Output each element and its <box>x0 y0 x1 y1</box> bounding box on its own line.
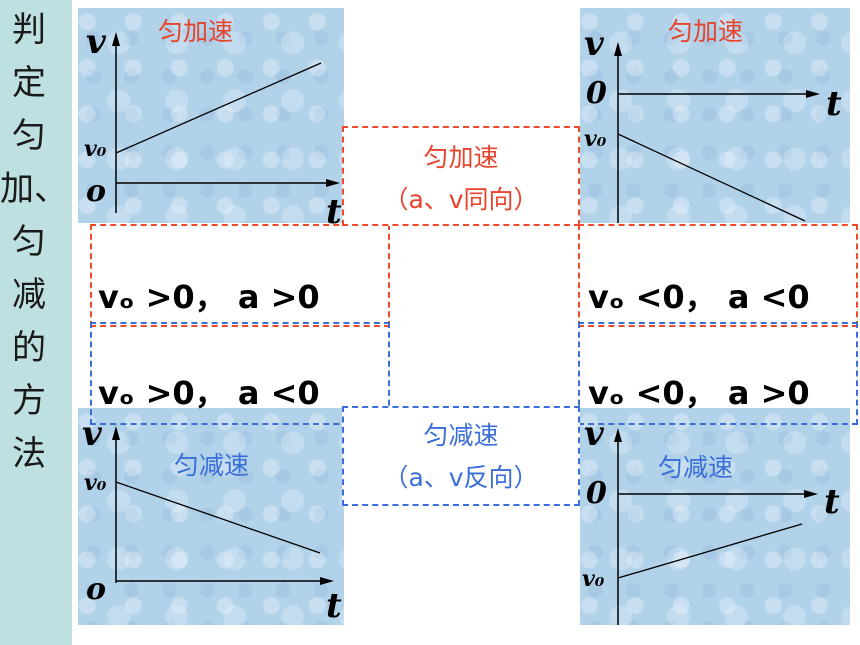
graph-top-left: v 匀加速 v₀ o t <box>78 8 344 232</box>
origin-label: 0 <box>586 76 607 111</box>
graph-top-left-svg <box>112 32 340 213</box>
v-axis-arrow <box>614 428 622 442</box>
t-axis-label: t <box>326 192 342 232</box>
v0-label: v₀ <box>582 566 605 592</box>
accel-summary-title: 匀加速 <box>423 143 499 172</box>
graph-title: 匀加速 <box>668 17 744 46</box>
t-axis-label: t <box>326 586 342 626</box>
condition-decel-negative: vₒ <0， a >0 <box>588 374 810 412</box>
origin-label: 0 <box>586 476 607 511</box>
graph-title: 匀减速 <box>658 453 734 482</box>
sidebar-char: 判 <box>12 10 46 50</box>
decel-summary-note: （a、v反向） <box>383 463 539 492</box>
sidebar-char: 匀 <box>12 116 46 156</box>
t-axis-label: t <box>826 84 842 124</box>
condition-accel-negative: vₒ <0， a <0 <box>588 278 810 316</box>
t-axis-arrow <box>806 90 820 98</box>
condition-box-red-right <box>578 224 858 327</box>
v-axis-label: v <box>584 24 604 64</box>
condition-accel-positive: vₒ >0， a >0 <box>98 278 320 316</box>
t-axis-arrow <box>804 490 818 498</box>
t-axis-arrow <box>326 179 340 187</box>
condition-box-blue-right <box>578 322 858 425</box>
graph-top-right-svg <box>614 42 820 223</box>
velocity-line <box>617 523 803 579</box>
origin-label: o <box>86 572 107 607</box>
t-axis-label: t <box>824 482 840 522</box>
decel-summary-title: 匀减速 <box>423 421 499 450</box>
v-axis-arrow <box>614 42 622 56</box>
v-axis-arrow <box>112 32 120 46</box>
graph-top-right: 匀加速 v 0 t v₀ <box>580 8 850 223</box>
graph-title: 匀加速 <box>158 17 234 46</box>
sidebar-char: 定 <box>12 63 46 103</box>
decel-summary-box: 匀减速 （a、v反向） <box>342 406 580 506</box>
graph-bottom-right: v 匀减速 0 t v₀ <box>580 408 850 625</box>
sidebar-char: 匀 <box>12 222 46 262</box>
v-axis-arrow <box>112 426 120 440</box>
v0-label: v₀ <box>84 136 107 162</box>
velocity-line <box>115 62 322 154</box>
sidebar: 判 定 匀 加、 匀 减 的 方 法 <box>0 0 72 645</box>
v0-label: v₀ <box>84 470 107 496</box>
graph-bottom-left: v 匀减速 v₀ o t <box>78 408 344 626</box>
graph-bottom-right-svg <box>614 428 818 625</box>
v0-label: v₀ <box>584 126 607 152</box>
accel-summary-box: 匀加速 （a、v同向） <box>342 126 580 226</box>
t-axis-arrow <box>320 577 334 585</box>
sidebar-char: 法 <box>12 434 46 474</box>
v-axis-label: v <box>86 22 106 62</box>
accel-summary-note: （a、v同向） <box>383 185 539 214</box>
sidebar-char: 的 <box>12 328 46 368</box>
condition-decel-positive: vₒ >0， a <0 <box>98 374 320 412</box>
sidebar-char: 加、 <box>0 169 68 209</box>
graph-title: 匀减速 <box>174 451 250 480</box>
sidebar-char: 减 <box>12 275 46 315</box>
graph-bottom-left-svg <box>112 426 334 585</box>
velocity-line <box>115 481 321 554</box>
sidebar-char: 方 <box>12 381 46 421</box>
sidebar-title: 判 定 匀 加、 匀 减 的 方 法 <box>0 4 68 481</box>
velocity-line <box>617 133 806 222</box>
condition-box-red-left <box>90 224 390 327</box>
origin-label: o <box>86 174 107 209</box>
condition-box-blue-left <box>90 322 390 425</box>
